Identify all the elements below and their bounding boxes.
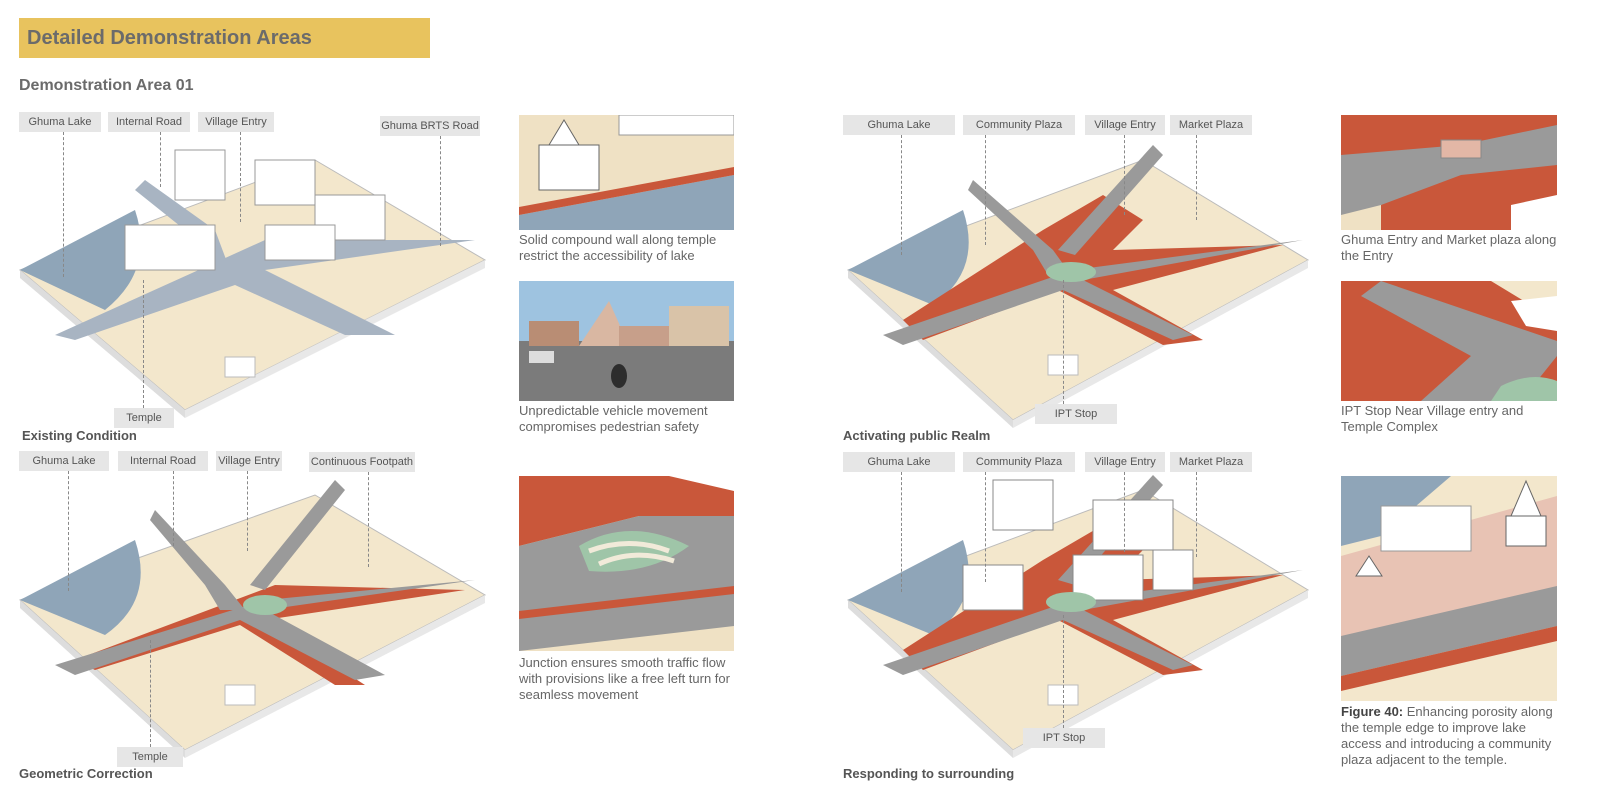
label-village-entry: Village Entry (1085, 115, 1165, 135)
label-community-plaza: Community Plaza (963, 115, 1075, 135)
leader-line (1124, 135, 1125, 215)
leader-line (1063, 280, 1064, 404)
label-village-entry: Village Entry (198, 112, 274, 132)
label-ghuma-lake: Ghuma Lake (843, 115, 955, 135)
leader-line (985, 472, 986, 582)
label-internal-road: Internal Road (108, 112, 190, 132)
leader-line (1063, 615, 1064, 728)
caption-market-plaza: Ghuma Entry and Market plaza along the E… (1341, 232, 1557, 263)
label-community-plaza: Community Plaza (963, 452, 1075, 472)
label-ghuma-lake: Ghuma Lake (19, 451, 109, 471)
caption-vehicle-movement: Unpredictable vehicle movement compromis… (519, 403, 708, 434)
leader-line (173, 471, 174, 546)
section-title: Detailed Demonstration Areas (27, 27, 312, 49)
temple-wall-image (519, 115, 734, 230)
caption-junction: Junction ensures smooth traffic flow wit… (519, 655, 730, 702)
label-temple: Temple (114, 408, 174, 428)
leader-line (143, 280, 144, 408)
leader-line (901, 135, 902, 255)
junction-detail-image (519, 476, 734, 651)
geometric-correction-diagram (19, 480, 487, 758)
label-ghuma-brts-road: Ghuma BRTS Road (380, 116, 480, 136)
responding-to-surrounding-diagram (847, 475, 1310, 758)
figure-caption-text: Enhancing porosity along the temple edge… (1341, 704, 1553, 767)
caption-ipt-stop: IPT Stop Near Village entry and Temple C… (1341, 403, 1524, 434)
leader-line (1196, 135, 1197, 220)
label-village-entry: Village Entry (216, 451, 282, 471)
figure-label: Figure 40: (1341, 704, 1404, 719)
panel-title-responding: Responding to surrounding (843, 766, 1015, 781)
leader-line (985, 135, 986, 245)
leader-line (1124, 472, 1125, 552)
section-header-bar: Detailed Demonstration Areas (19, 18, 430, 58)
leader-line (901, 472, 902, 592)
activating-public-realm-diagram (847, 145, 1310, 428)
label-ghuma-lake: Ghuma Lake (19, 112, 101, 132)
existing-condition-diagram (19, 149, 487, 418)
label-village-entry: Village Entry (1085, 452, 1165, 472)
leader-line (68, 471, 69, 591)
label-continuous-footpath: Continuous Footpath (309, 452, 415, 472)
street-photo (519, 281, 734, 401)
panel-title-activating: Activating public Realm (843, 428, 991, 443)
label-market-plaza: Market Plaza (1170, 452, 1252, 472)
leader-line (240, 132, 241, 222)
panel-title-geometric: Geometric Correction (19, 766, 153, 781)
caption-figure-40: Figure 40: Enhancing porosity along the … (1341, 704, 1561, 768)
panel-title-existing: Existing Condition (22, 428, 137, 443)
leader-line (1196, 472, 1197, 557)
leader-line (63, 132, 64, 277)
caption-temple-wall: Solid compound wall along temple restric… (519, 232, 717, 263)
leader-line (368, 472, 369, 567)
label-internal-road: Internal Road (118, 451, 208, 471)
leader-line (160, 132, 161, 187)
label-ghuma-lake: Ghuma Lake (843, 452, 955, 472)
ipt-stop-image (1341, 281, 1557, 401)
leader-line (247, 471, 248, 551)
label-temple: Temple (117, 747, 183, 767)
label-market-plaza: Market Plaza (1170, 115, 1252, 135)
market-plaza-entry-image (1341, 115, 1557, 230)
leader-line (150, 640, 151, 747)
leader-line (440, 136, 441, 246)
label-ipt-stop: IPT Stop (1023, 728, 1105, 748)
page-subtitle: Demonstration Area 01 (19, 77, 194, 94)
label-ipt-stop: IPT Stop (1035, 404, 1117, 424)
temple-edge-plaza-image (1341, 476, 1557, 701)
